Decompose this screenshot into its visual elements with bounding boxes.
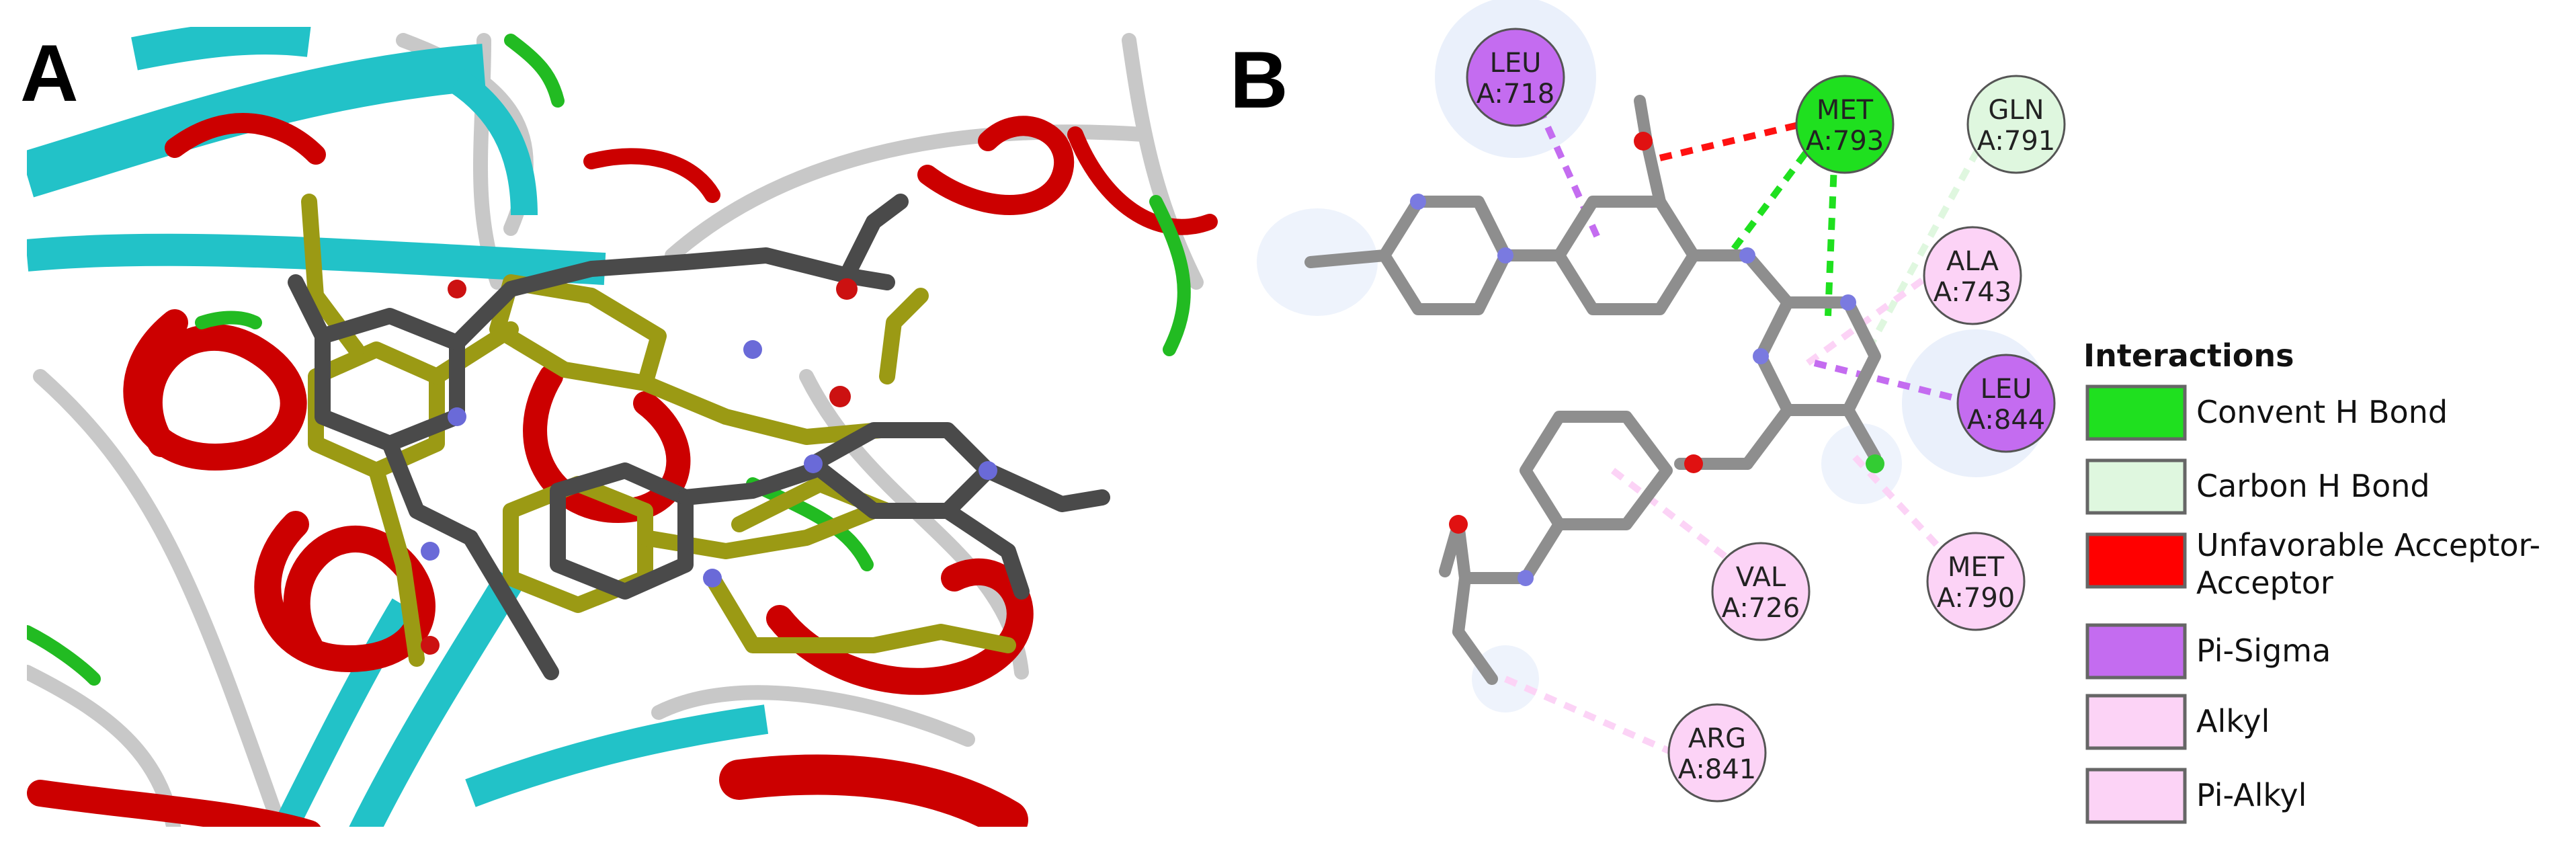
ribbon-sheets [27, 27, 769, 827]
residue-name: GLN [1988, 95, 2044, 126]
residue-disc [1923, 226, 2022, 325]
residue-number: A:793 [1806, 126, 1884, 157]
residue-name: LEU [1490, 48, 1542, 79]
residue-disc [1795, 75, 1895, 174]
residue-disc [1926, 532, 2026, 631]
interaction-lines [1503, 106, 1986, 756]
panel-b-2d-interactions: B [1230, 0, 2540, 824]
panel-a-3d-view: A [20, 27, 1250, 827]
legend-label: Carbon H Bond [2196, 468, 2430, 504]
legend-label: Unfavorable Acceptor- [2196, 527, 2540, 563]
residue-name: MET [1817, 95, 1874, 126]
ligand-2d-atoms [1410, 132, 1884, 586]
residue-layer: LEUA:718META:793GLNA:791ALAA:743LEUA:844… [1466, 28, 2066, 803]
residue-number: A:844 [1967, 405, 2045, 436]
legend-swatch [2085, 623, 2187, 680]
legend-item: Alkyl [2085, 694, 2270, 750]
residue-number: A:790 [1937, 583, 2015, 614]
residue-number: A:841 [1678, 754, 1756, 785]
residue-number: A:743 [1934, 277, 2011, 308]
legend-swatch [2085, 532, 2187, 589]
legend-item: Unfavorable Acceptor-Acceptor [2085, 527, 2540, 601]
residue-name: VAL [1736, 562, 1786, 593]
residue-name: ARG [1688, 723, 1746, 754]
residue-name: MET [1948, 552, 2005, 583]
legend-swatch [2085, 384, 2187, 441]
legend-item: Convent H Bond [2085, 384, 2448, 441]
residue-disc [1956, 354, 2056, 453]
legend-swatch [2085, 768, 2187, 824]
legend-label: Pi-Alkyl [2196, 777, 2307, 813]
residue-disc [1466, 28, 1565, 127]
residue-disc [1711, 542, 1811, 641]
residue-number: A:726 [1722, 593, 1800, 624]
ribbon-helices [27, 113, 1218, 827]
legend-item: Pi-Alkyl [2085, 768, 2307, 824]
heteroatom-accents [421, 278, 997, 655]
residue-disc [1966, 75, 2066, 174]
residue-halos [1257, 0, 2050, 712]
residue-name: ALA [1946, 246, 1999, 277]
legend-title: Interactions [2083, 337, 2294, 374]
residue-name: LEU [1981, 374, 2032, 405]
legend-item: Pi-Sigma [2085, 623, 2331, 680]
panel-b-label: B [1230, 35, 1288, 125]
legend-swatch [2085, 458, 2187, 515]
residue-disc [1667, 703, 1767, 803]
ribbon-turns [27, 34, 1191, 686]
legend-label: Alkyl [2196, 703, 2270, 739]
residue-number: A:718 [1477, 79, 1554, 110]
legend-item: Carbon H Bond [2085, 458, 2430, 515]
legend-swatch [2085, 694, 2187, 750]
legend-label: Convent H Bond [2196, 394, 2448, 430]
residue-number: A:791 [1977, 126, 2055, 157]
panel-a-label: A [20, 28, 79, 118]
legend-label: Acceptor [2196, 565, 2333, 601]
legend-label: Pi-Sigma [2196, 633, 2331, 669]
